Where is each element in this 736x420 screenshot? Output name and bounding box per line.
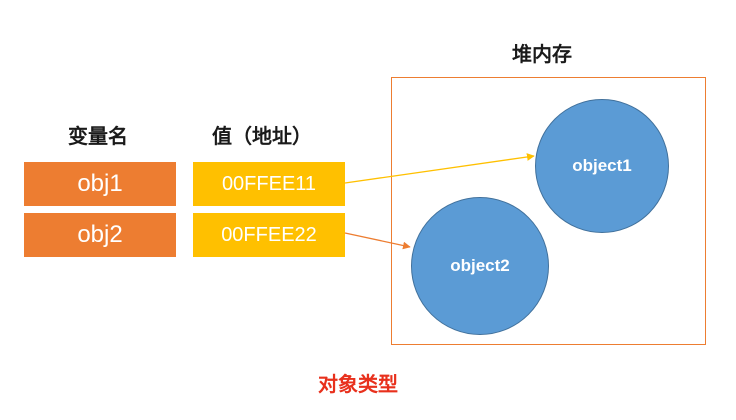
variable-box-obj1: obj1	[24, 162, 176, 206]
heap-title: 堆内存	[512, 42, 572, 66]
heap-memory-box	[391, 77, 706, 345]
variable-box-obj2: obj2	[24, 213, 176, 257]
variable-name-header: 变量名	[68, 124, 128, 148]
address-box-obj2: 00FFEE22	[193, 213, 345, 257]
object1-circle: object1	[535, 99, 669, 233]
arrow-obj2-to-object2	[344, 232, 411, 250]
value-address-header: 值（地址）	[212, 124, 312, 148]
object2-circle: object2	[411, 197, 549, 335]
address-box-obj1: 00FFEE11	[193, 162, 345, 206]
object-type-caption: 对象类型	[318, 372, 398, 396]
arrow-obj1-to-object1	[344, 153, 535, 184]
